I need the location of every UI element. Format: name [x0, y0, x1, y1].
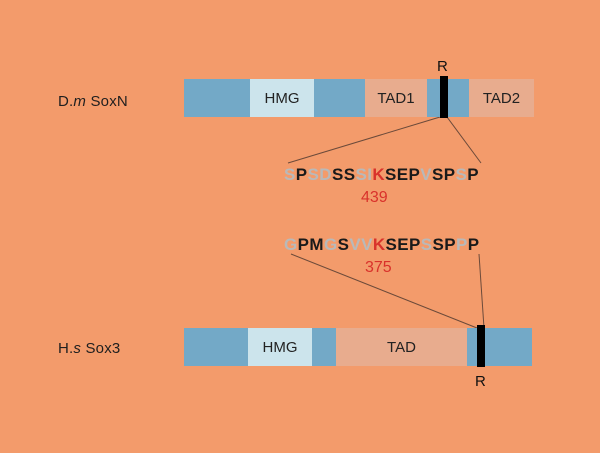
tad-domain-label: TAD	[387, 338, 416, 356]
species-genus-initial: D.	[58, 93, 74, 110]
hs-sox3-residue-4: G	[323, 235, 338, 254]
hs-sox3-residue-13: S	[432, 235, 445, 254]
dm-soxn-residue-7: S	[355, 165, 368, 184]
dm-soxn-residue-3: S	[307, 165, 320, 184]
dm-soxn-residue-12: P	[408, 165, 421, 184]
dm-soxn-residue-11: E	[396, 165, 409, 184]
tad1-domain	[365, 79, 427, 117]
species-epithet-initial: m	[73, 93, 87, 110]
protein-label-dm-soxn: D.m SoxN	[58, 93, 128, 110]
site-position-439: 439	[361, 189, 388, 206]
dm-soxn-residue-16: S	[455, 165, 468, 184]
hmg-domain	[250, 79, 314, 117]
dm-soxn-residue-13: V	[420, 165, 432, 184]
hs-sox3-residue-14: P	[444, 235, 456, 254]
regulatory-site-marker-top	[440, 76, 448, 118]
hs-sox3-residue-9: S	[385, 235, 398, 254]
hs-sox3-residue-11: P	[409, 235, 421, 254]
hmg-domain	[248, 328, 312, 366]
hs-sox3-residue-12: S	[420, 235, 433, 254]
bottom-left-connector	[290, 253, 478, 329]
hmg-domain-label: HMG	[262, 338, 298, 356]
hs-sox3-residue-6: V	[349, 235, 362, 254]
hs-sox3-residue-8: K	[372, 235, 386, 254]
protein-bar-dm-soxn: HMG TAD1 TAD2	[184, 79, 534, 117]
tad2-domain-label: TAD2	[482, 89, 521, 107]
site-position-375: 375	[365, 259, 392, 276]
dm-soxn-residue-1: S	[284, 165, 296, 184]
top-right-connector	[446, 116, 482, 164]
dm-soxn-residue-2: P	[295, 165, 308, 184]
regulatory-site-marker-bottom	[477, 325, 485, 367]
protein-bar-hs-sox3: HMG TAD	[184, 328, 532, 366]
hs-sox3-residue-7: V	[361, 235, 373, 254]
sequence-dm-soxn: SPSDSSSIKSEPVSPSP	[284, 165, 479, 185]
protein-label-hs-sox3: H.s Sox3	[58, 340, 120, 357]
sequence-hs-sox3: GPMGSVVKSEPSSPPP	[284, 235, 480, 255]
dm-soxn-residue-5: S	[331, 165, 344, 184]
species-genus-initial: H.	[58, 340, 74, 357]
top-left-connector	[287, 116, 441, 164]
dm-soxn-residue-15: P	[443, 165, 456, 184]
tad1-domain-label: TAD1	[377, 89, 415, 107]
dm-soxn-residue-10: S	[385, 165, 397, 184]
hs-sox3-residue-5: S	[337, 235, 350, 254]
bottom-right-connector	[478, 253, 485, 329]
hs-sox3-residue-2: P	[297, 235, 310, 254]
dm-soxn-residue-8: I	[367, 165, 373, 184]
tad-domain	[336, 328, 467, 366]
regulatory-site-label-top: R	[437, 58, 448, 75]
hmg-domain-label: HMG	[264, 89, 300, 107]
hs-sox3-residue-16: P	[467, 235, 480, 254]
hs-sox3-residue-3: M	[309, 235, 324, 254]
protein-name: Sox3	[81, 340, 121, 357]
tad2-domain	[469, 79, 534, 117]
hs-sox3-residue-10: E	[397, 235, 409, 254]
regulatory-site-label-bottom: R	[475, 373, 486, 390]
dm-soxn-residue-17: P	[467, 165, 479, 184]
dm-soxn-residue-14: S	[432, 165, 444, 184]
protein-name: SoxN	[86, 93, 128, 110]
hs-sox3-residue-1: G	[284, 235, 298, 254]
dm-soxn-residue-6: S	[343, 165, 356, 184]
hs-sox3-residue-15: P	[456, 235, 468, 254]
species-epithet-initial: s	[73, 340, 82, 357]
dm-soxn-residue-9: K	[372, 165, 385, 184]
dm-soxn-residue-4: D	[319, 165, 332, 184]
